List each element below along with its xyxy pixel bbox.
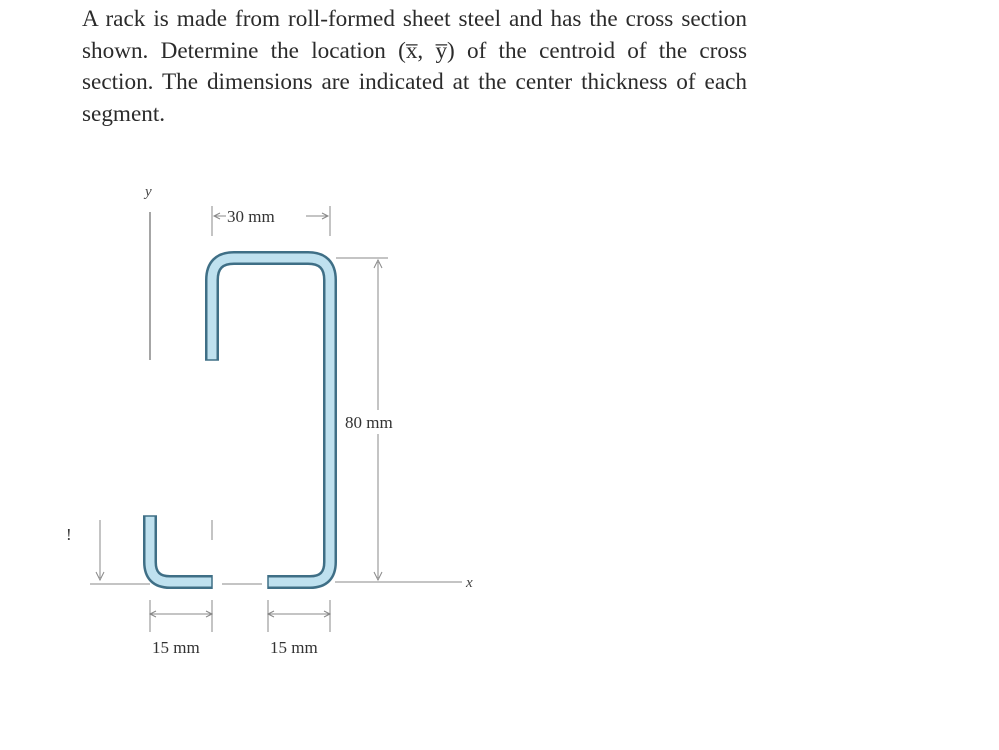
dim-bottom-left-15mm: 15 mm bbox=[148, 600, 214, 657]
dim-bottom-left-label: 15 mm bbox=[152, 638, 200, 657]
dim-height-80mm: 80 mm bbox=[336, 257, 393, 582]
x-axis-label: x bbox=[465, 575, 473, 591]
dim-bottom-right-15mm: 15 mm bbox=[266, 600, 332, 657]
dim-top-30mm: 30 mm bbox=[211, 206, 331, 236]
stray-mark: ! bbox=[66, 525, 72, 544]
steel-profile bbox=[143, 251, 337, 589]
y-axis-label: y bbox=[143, 184, 152, 200]
dim-height-label: 80 mm bbox=[345, 413, 393, 432]
left-height-arrow bbox=[95, 571, 105, 582]
dim-top-label: 30 mm bbox=[227, 207, 275, 226]
problem-statement: A rack is made from roll-formed sheet st… bbox=[82, 6, 747, 127]
dim-bottom-right-label: 15 mm bbox=[270, 638, 318, 657]
